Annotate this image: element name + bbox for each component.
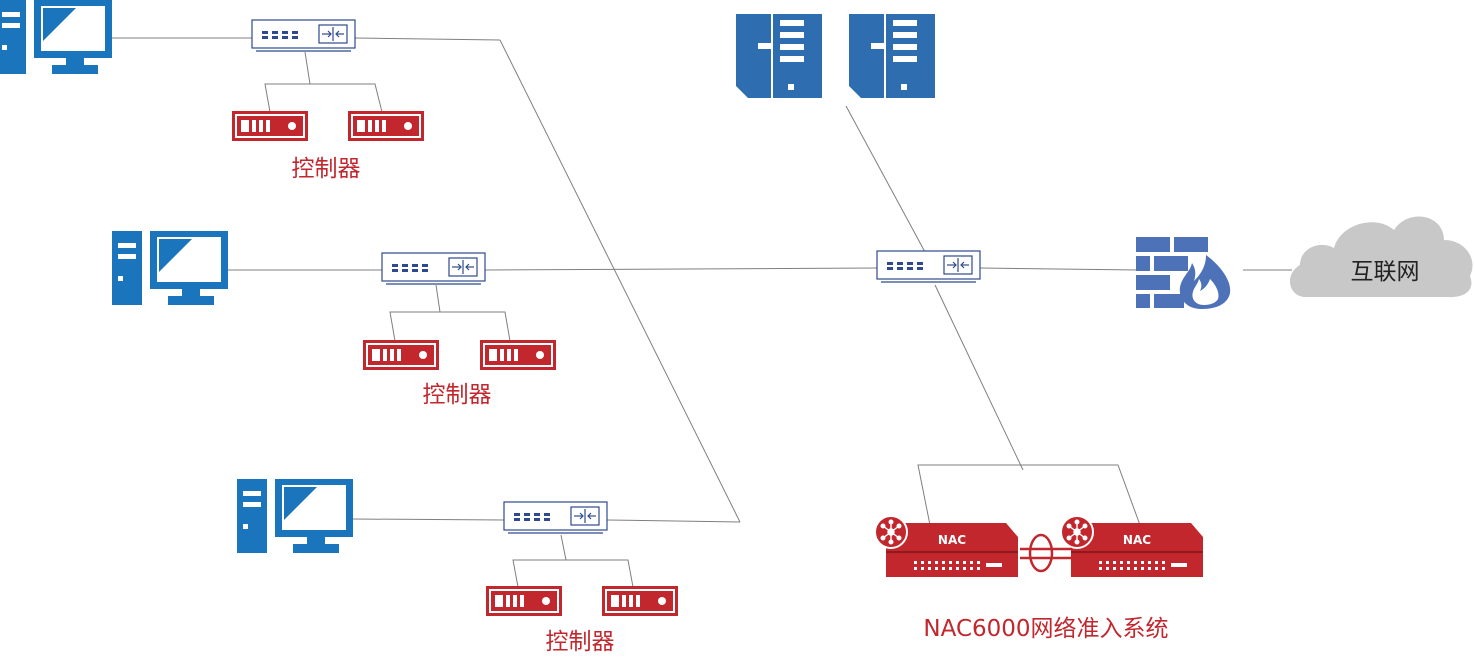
server-icon — [848, 13, 936, 99]
internet-label: 互联网 — [1351, 259, 1420, 285]
switch-icon — [503, 501, 608, 534]
server-icon — [735, 13, 823, 99]
controller-icon — [363, 340, 439, 370]
switch-icon — [876, 250, 981, 283]
connection-lines — [112, 37, 1292, 588]
link-aggregation-icon — [1020, 533, 1072, 573]
controller-icon — [232, 111, 308, 141]
nac-badge-label: NAC — [938, 533, 966, 547]
switch-icon — [251, 19, 356, 52]
pc-icon — [237, 479, 353, 553]
controller-label: 控制器 — [292, 156, 361, 182]
controller-icon — [602, 586, 678, 616]
controller-icon — [348, 111, 424, 141]
pc-icon — [112, 231, 228, 305]
controller-label: 控制器 — [423, 382, 492, 408]
nac-hub-icon — [874, 515, 908, 549]
pc-icon — [0, 0, 112, 74]
controller-icon — [486, 586, 562, 616]
nac-system-label: NAC6000网络准入系统 — [923, 616, 1168, 642]
controller-icon — [480, 340, 556, 370]
cloud-icon — [1289, 216, 1473, 298]
controller-label: 控制器 — [546, 629, 615, 655]
firewall-icon — [1136, 237, 1231, 309]
nac-hub-icon — [1060, 515, 1094, 549]
switch-icon — [381, 252, 486, 285]
nac-badge-label: NAC — [1123, 533, 1151, 547]
